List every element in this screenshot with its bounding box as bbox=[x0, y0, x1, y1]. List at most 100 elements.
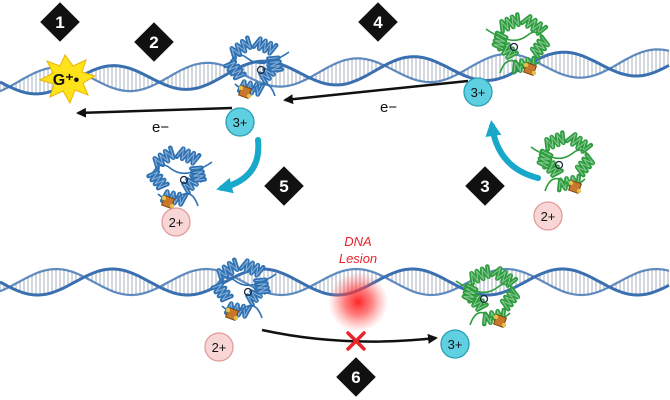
protein-helix bbox=[229, 35, 253, 61]
dna-lesion-glow bbox=[328, 272, 388, 332]
electron-transfer-arrow-left bbox=[76, 106, 233, 118]
protein-helix bbox=[210, 281, 234, 303]
step-diamond-icon bbox=[264, 166, 304, 206]
fe-s-cluster-icon bbox=[522, 61, 538, 77]
sulfur-atom bbox=[531, 70, 537, 76]
sulfur-atom bbox=[501, 322, 507, 328]
protein-helix-highlight bbox=[530, 36, 550, 58]
fe-s-cluster-icon bbox=[160, 194, 176, 210]
sulfur-atom bbox=[225, 307, 231, 313]
protein-coil bbox=[228, 51, 290, 65]
cycle-arrow-reduction bbox=[216, 137, 262, 194]
protein-helix-highlight bbox=[161, 189, 187, 207]
protein-coil bbox=[455, 280, 517, 294]
badge-circle bbox=[463, 77, 493, 107]
protein-helix-highlight bbox=[238, 79, 264, 97]
step-number: 2 bbox=[149, 33, 158, 52]
step-number: 4 bbox=[373, 13, 383, 32]
protein-helix bbox=[174, 146, 202, 166]
protein-blue-bound-bottom bbox=[210, 257, 277, 322]
protein-ring bbox=[554, 160, 564, 170]
badge-label: 2+ bbox=[169, 215, 184, 230]
electron-transfer-arrow-right bbox=[283, 79, 469, 105]
cycle-arrow-oxidation bbox=[485, 120, 541, 181]
protein-helix-highlight bbox=[500, 288, 520, 310]
sulfur-atom bbox=[523, 62, 529, 68]
protein-coil bbox=[530, 146, 592, 160]
step-diamond-icon bbox=[465, 166, 505, 206]
protein-helix bbox=[491, 30, 509, 52]
sulfur-atom bbox=[493, 314, 499, 320]
protein-helix-highlight bbox=[493, 32, 507, 50]
protein-helix-highlight bbox=[225, 301, 251, 319]
protein-helix bbox=[536, 148, 554, 170]
protein-ring bbox=[243, 287, 253, 297]
badge-circle bbox=[225, 107, 255, 137]
protein-coil bbox=[485, 28, 547, 42]
protein-coil bbox=[151, 161, 213, 175]
protein-helix-highlight bbox=[463, 284, 477, 302]
protein-helix bbox=[159, 189, 189, 207]
badge-label: 2+ bbox=[212, 340, 227, 355]
fe-s-cluster-icon bbox=[237, 84, 253, 100]
protein-helix-highlight bbox=[500, 14, 520, 32]
badge-label: 3+ bbox=[448, 337, 463, 352]
lesion-label-line2: Lesion bbox=[339, 251, 377, 266]
protein-green-bound-top bbox=[485, 12, 551, 77]
electron-label-right: e− bbox=[380, 99, 397, 116]
step-marker-1: 1 bbox=[40, 2, 80, 42]
protein-helix bbox=[238, 258, 266, 278]
fe-s-cluster-icon bbox=[492, 313, 508, 329]
badge-circle bbox=[161, 207, 191, 237]
guanine-radical-label: G⁺• bbox=[53, 72, 80, 89]
step-diamond-icon bbox=[134, 22, 174, 62]
protein-helix bbox=[529, 34, 551, 60]
protein-helix-highlight bbox=[253, 36, 277, 56]
dna-backbone-strand bbox=[0, 48, 670, 93]
protein-helix-highlight bbox=[212, 283, 232, 301]
protein-ring bbox=[256, 65, 266, 75]
protein-helix-highlight bbox=[230, 37, 252, 59]
protein-blue-bound-top bbox=[223, 35, 290, 100]
protein-helix-highlight bbox=[240, 258, 264, 278]
reduced-state-badge: 2+ bbox=[204, 332, 234, 362]
sulfur-atom bbox=[568, 180, 574, 186]
protein-helix bbox=[223, 59, 247, 81]
protein-helix bbox=[152, 145, 176, 171]
sulfur-atom bbox=[233, 315, 239, 321]
protein-helix-highlight bbox=[575, 154, 595, 176]
dna-backbone-strand bbox=[0, 50, 670, 96]
protein-helix-highlight bbox=[217, 259, 239, 281]
protein-ring bbox=[479, 294, 489, 304]
guanine-radical-starburst: G⁺• bbox=[38, 54, 97, 105]
lesion-label-line1: DNA bbox=[344, 234, 371, 249]
protein-helix-highlight bbox=[176, 146, 200, 166]
protein-helix bbox=[544, 130, 566, 152]
reduced-state-badge: 2+ bbox=[161, 207, 191, 237]
sulfur-atom bbox=[169, 203, 175, 209]
sulfur-atom bbox=[576, 188, 582, 194]
protein-coil bbox=[215, 273, 277, 287]
protein-helix-highlight bbox=[545, 132, 565, 150]
blocked-transfer-arrow bbox=[261, 328, 438, 344]
step-marker-6: 6 bbox=[336, 357, 376, 397]
step-number: 3 bbox=[480, 177, 489, 196]
badge-circle bbox=[204, 332, 234, 362]
sulfur-atom bbox=[161, 195, 167, 201]
protein-ring bbox=[179, 175, 189, 185]
step-number: 6 bbox=[351, 368, 360, 387]
badge-circle bbox=[533, 201, 563, 231]
cross-mark-icon bbox=[346, 331, 366, 351]
dna-helix-top bbox=[0, 48, 670, 96]
oxidized-state-badge: 3+ bbox=[225, 107, 255, 137]
fe-s-cluster-icon bbox=[224, 306, 240, 322]
protein-helix-highlight bbox=[470, 266, 490, 284]
protein-green-bound-bottom bbox=[455, 264, 521, 329]
protein-helix bbox=[461, 282, 479, 304]
badge-label: 2+ bbox=[541, 209, 556, 224]
step-marker-3: 3 bbox=[465, 166, 505, 206]
protein-helix-highlight bbox=[225, 61, 245, 79]
protein-ring bbox=[509, 42, 519, 52]
oxidized-state-badge: 3+ bbox=[463, 77, 493, 107]
